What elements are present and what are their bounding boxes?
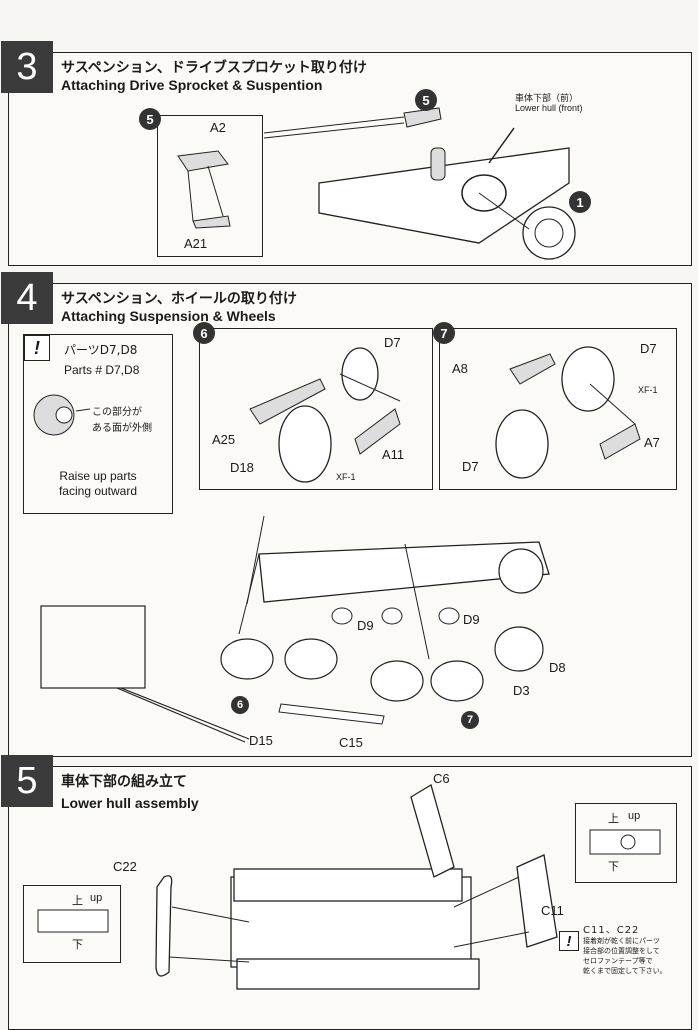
crossbar-c15 bbox=[278, 703, 385, 725]
part-label-a11: A11 bbox=[382, 447, 405, 462]
c22-part-diagram bbox=[37, 909, 109, 933]
step-5-title-en: Lower hull assembly bbox=[61, 795, 199, 811]
up-label-jp-left: 上 bbox=[72, 894, 83, 907]
part-label-d3: D3 bbox=[513, 683, 530, 698]
hull-label-jp: 車体下部（前） bbox=[515, 94, 579, 104]
sprocket-mount bbox=[461, 174, 507, 212]
hull-top-deck bbox=[233, 868, 463, 902]
part-label-d7-bottom: D7 bbox=[462, 459, 479, 474]
part-label-c15: C15 bbox=[339, 735, 363, 750]
caution-icon: ! bbox=[559, 931, 579, 951]
step-3-detail-5: A2 A21 bbox=[157, 115, 263, 257]
c11-orientation-detail: 上 up 下 bbox=[575, 803, 677, 883]
note-parts-en: Parts # D7,D8 bbox=[64, 363, 140, 377]
part-label-a21: A21 bbox=[184, 236, 208, 251]
inset-detail-box bbox=[40, 605, 146, 689]
caution-line-1: 接着剤が乾く前にパーツ bbox=[583, 937, 660, 945]
sub-step-badge-7: 7 bbox=[433, 322, 455, 344]
arm-a2-a21-illustration bbox=[177, 150, 231, 229]
note-instruction-line1: Raise up parts bbox=[59, 469, 137, 483]
sub-step-badge-6: 6 bbox=[193, 322, 215, 344]
caution-line-4: 乾くまで固定して下さい。 bbox=[583, 967, 667, 975]
gear-wheel-illustration bbox=[33, 394, 91, 436]
part-label-a7: A7 bbox=[644, 435, 660, 450]
part-label-c11: C11 bbox=[541, 903, 564, 918]
c22-orientation-detail: 上 up 下 bbox=[23, 885, 121, 963]
bogie-6 bbox=[220, 638, 338, 680]
step-4-panel: 4 サスペンション、ホイールの取り付け Attaching Suspension… bbox=[1, 272, 692, 757]
step-3-panel: 3 サスペンション、ドライブスプロケット取り付け Attaching Drive… bbox=[1, 41, 692, 266]
hull-bottom bbox=[236, 958, 480, 990]
part-label-d9-b: D9 bbox=[463, 612, 480, 627]
part-label-a2: A2 bbox=[210, 120, 226, 135]
step-5-illustration bbox=[155, 784, 558, 990]
note-instruction-line2: facing outward bbox=[58, 484, 138, 498]
step-5-title-jp: 車体下部の組み立て bbox=[61, 774, 187, 790]
parts-orientation-note: ! パーツD7,D8 Parts # D7,D8 この部分が ある面が外側 Ra… bbox=[23, 334, 173, 514]
part-label-d7-top: D7 bbox=[640, 341, 657, 356]
caution-line-3: セロファンテープ等で bbox=[583, 957, 653, 965]
part-c22-plate bbox=[155, 875, 173, 977]
note-parts-jp: パーツD7,D8 bbox=[64, 343, 138, 357]
caution-line-2: 接合部の位置調整をして bbox=[583, 947, 660, 955]
lower-hull-shape bbox=[318, 147, 570, 244]
paint-code-xf1: XF-1 bbox=[336, 472, 356, 482]
assembly-badge-7: 7 bbox=[461, 711, 479, 729]
down-label-jp-right: 下 bbox=[608, 860, 619, 873]
down-label-jp-left: 下 bbox=[72, 938, 83, 951]
step-3-title-jp: サスペンション、ドライブスプロケット取り付け bbox=[61, 60, 367, 76]
return-rollers bbox=[331, 607, 460, 625]
step-3-illustration bbox=[263, 107, 576, 260]
suspension-6-illustration bbox=[249, 347, 401, 483]
part-label-c6: C6 bbox=[433, 771, 450, 786]
part-c11-plate bbox=[516, 854, 558, 948]
step-4-title-jp: サスペンション、ホイールの取り付け bbox=[61, 291, 297, 307]
step-5-number: 5 bbox=[1, 755, 53, 807]
sub-step-badge-1: 1 bbox=[569, 191, 591, 213]
step-4-detail-6: D7 A25 D18 A11 XF-1 bbox=[199, 328, 433, 490]
part-label-d7: D7 bbox=[384, 335, 401, 350]
part-label-c22: C22 bbox=[113, 859, 137, 874]
idler-wheel-d8 bbox=[494, 626, 544, 672]
up-label-en-right: up bbox=[628, 810, 641, 822]
c11-part-diagram bbox=[589, 829, 661, 855]
note-instruction: Raise up parts facing outward bbox=[24, 469, 172, 499]
up-label-jp-right: 上 bbox=[608, 812, 619, 825]
caution-note: C11、C22 接着剤が乾く前にパーツ 接合部の位置調整をして セロファンテープ… bbox=[583, 921, 667, 976]
step-3-title-en: Attaching Drive Sprocket & Suspention bbox=[61, 77, 323, 93]
step-4-title-en: Attaching Suspension & Wheels bbox=[61, 308, 276, 324]
hull-label-en: Lower hull (front) bbox=[515, 103, 583, 113]
step-5-panel: 5 車体下部の組み立て Lower hull assembly C6 C22 C… bbox=[1, 755, 692, 1030]
sub-step-badge-5-ref: 5 bbox=[415, 89, 437, 111]
step-3-title: サスペンション、ドライブスプロケット取り付け Attaching Drive S… bbox=[61, 57, 367, 93]
part-label-d15: D15 bbox=[249, 733, 273, 748]
warning-icon: ! bbox=[24, 335, 50, 361]
step-4-title: サスペンション、ホイールの取り付け Attaching Suspension &… bbox=[61, 288, 297, 324]
step-3-number: 3 bbox=[1, 41, 53, 93]
step-4-main-illustration bbox=[40, 515, 550, 743]
step-4-detail-7: D7 A8 D7 A7 XF-1 bbox=[439, 328, 677, 490]
note-callout-jp-2: ある面が外側 bbox=[92, 423, 152, 434]
sub-step-badge-5: 5 bbox=[139, 108, 161, 130]
drive-sprocket-main bbox=[498, 548, 544, 594]
suspension-7-illustration bbox=[495, 346, 641, 479]
caution-parts: C11、C22 bbox=[583, 925, 640, 936]
bogie-7 bbox=[370, 660, 484, 702]
up-label-en-left: up bbox=[90, 892, 103, 904]
part-label-a8: A8 bbox=[452, 361, 468, 376]
suspension-arm-part bbox=[403, 107, 442, 128]
part-label-d8: D8 bbox=[549, 660, 566, 675]
step-5-title: 車体下部の組み立て Lower hull assembly bbox=[61, 771, 199, 811]
part-label-a25: A25 bbox=[212, 432, 236, 447]
assembly-badge-6: 6 bbox=[231, 696, 249, 714]
part-label-d9-a: D9 bbox=[357, 618, 374, 633]
part-label-d18: D18 bbox=[230, 460, 254, 475]
paint-code-xf1-7: XF-1 bbox=[638, 385, 658, 395]
note-callout-jp-1: この部分が bbox=[92, 407, 142, 418]
suspension-spring bbox=[430, 147, 446, 181]
part-c6-plate bbox=[410, 784, 455, 878]
drive-sprocket bbox=[522, 206, 576, 260]
hull-side bbox=[258, 541, 550, 603]
step-4-number: 4 bbox=[1, 272, 53, 324]
